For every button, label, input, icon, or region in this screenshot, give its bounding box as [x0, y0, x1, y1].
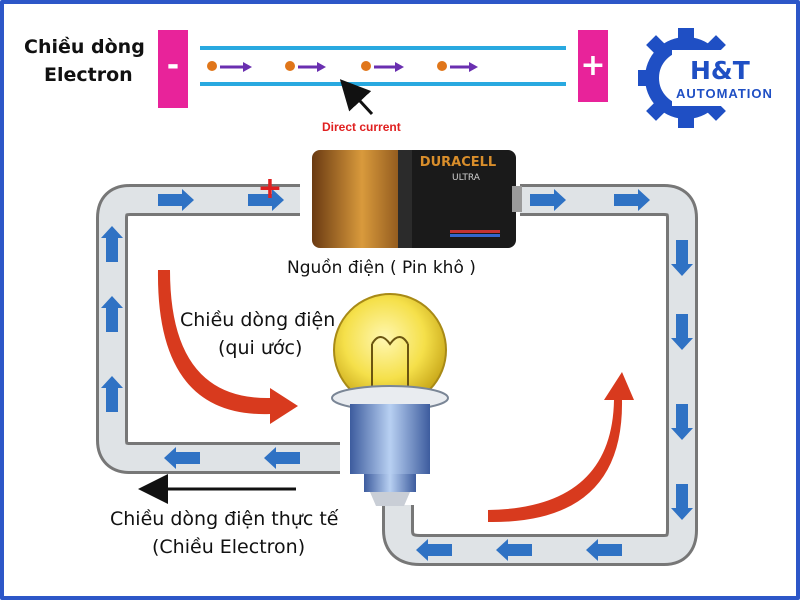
battery-label: Nguồn điện ( Pin khô )	[287, 258, 476, 278]
electron-1	[207, 61, 252, 72]
gear-icon	[638, 28, 782, 128]
actual-current-label-line2: (Chiều Electron)	[152, 536, 306, 558]
circuit-arrows	[101, 189, 693, 561]
electron-3	[361, 61, 404, 72]
battery-model: ULTRA	[452, 173, 481, 183]
battery-brand: DURACELL	[420, 155, 496, 170]
logo-sub: AUTOMATION	[676, 86, 773, 101]
conventional-current-label-line2: (qui ước)	[218, 337, 303, 359]
negative-plate: -	[158, 30, 188, 108]
electron-4	[437, 61, 478, 72]
electron-title-line2: Electron	[44, 64, 133, 86]
electron-2	[285, 61, 326, 72]
electron-title-line1: Chiều dòng	[24, 36, 145, 58]
wire-pointer-arrow	[339, 79, 374, 116]
battery-plus-mark: +	[257, 171, 282, 206]
conventional-current-label-line1: Chiều dòng điện	[180, 309, 336, 331]
direct-current-label: Direct current	[322, 120, 401, 134]
actual-current-label-line1: Chiều dòng điện thực tế	[110, 508, 339, 530]
battery-icon: DURACELL ULTRA	[312, 150, 522, 248]
logo-name: H&T	[690, 56, 750, 85]
conventional-current-arrow-right	[488, 372, 634, 523]
bulb-icon	[331, 293, 449, 506]
positive-plate: +	[578, 30, 608, 102]
conventional-current-arrow-left	[157, 270, 298, 424]
